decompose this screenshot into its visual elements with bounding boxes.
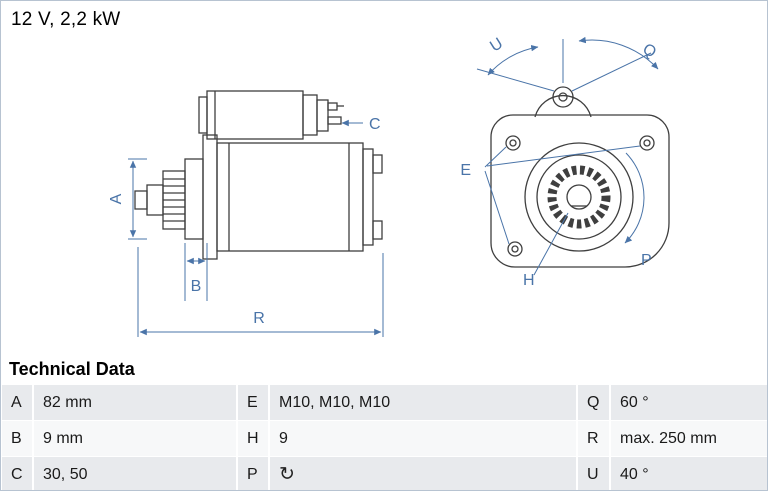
table-key-q: Q bbox=[578, 385, 609, 420]
dim-label-q: Q bbox=[640, 41, 659, 62]
dim-label-e: E bbox=[460, 162, 471, 179]
table-key-h: H bbox=[238, 421, 268, 456]
starter-motor-technical-drawing: A B C R bbox=[108, 35, 670, 337]
table-value-a: 82 mm bbox=[34, 385, 236, 420]
side-view-dimension-lines bbox=[128, 119, 384, 337]
rotation-direction-icon: ↻ bbox=[279, 464, 295, 485]
table-value-e: M10, M10, M10 bbox=[270, 385, 576, 420]
table-key-u: U bbox=[578, 457, 609, 490]
table-key-e: E bbox=[238, 385, 268, 420]
front-view-dimension-lines bbox=[476, 36, 659, 276]
dim-label-b: B bbox=[191, 278, 202, 295]
dim-label-c: C bbox=[369, 116, 381, 133]
table-key-a: A bbox=[2, 385, 32, 420]
technical-data-table: A 82 mm E M10, M10, M10 Q 60 ° B 9 mm H … bbox=[2, 385, 767, 490]
table-key-c: C bbox=[2, 457, 32, 490]
side-view bbox=[134, 90, 383, 260]
table-value-h: 9 bbox=[270, 421, 576, 456]
table-key-p: P bbox=[238, 457, 268, 490]
table-value-q: 60 ° bbox=[611, 385, 767, 420]
dim-label-u: U bbox=[487, 35, 506, 56]
dim-label-r: R bbox=[253, 310, 265, 327]
table-value-r: max. 250 mm bbox=[611, 421, 767, 456]
front-view bbox=[490, 86, 670, 268]
dim-label-h: H bbox=[523, 272, 535, 289]
dim-label-p: P bbox=[641, 252, 652, 269]
table-value-u: 40 ° bbox=[611, 457, 767, 490]
table-value-p: ↻ bbox=[270, 457, 576, 490]
table-key-b: B bbox=[2, 421, 32, 456]
technical-data-heading: Technical Data bbox=[9, 359, 135, 379]
dim-label-a: A bbox=[108, 193, 125, 204]
side-view-dimension-labels: A B C R bbox=[108, 116, 381, 327]
table-key-r: R bbox=[578, 421, 609, 456]
product-spec-title: 12 V, 2,2 kW bbox=[11, 9, 121, 30]
table-value-c: 30, 50 bbox=[34, 457, 236, 490]
table-value-b: 9 mm bbox=[34, 421, 236, 456]
